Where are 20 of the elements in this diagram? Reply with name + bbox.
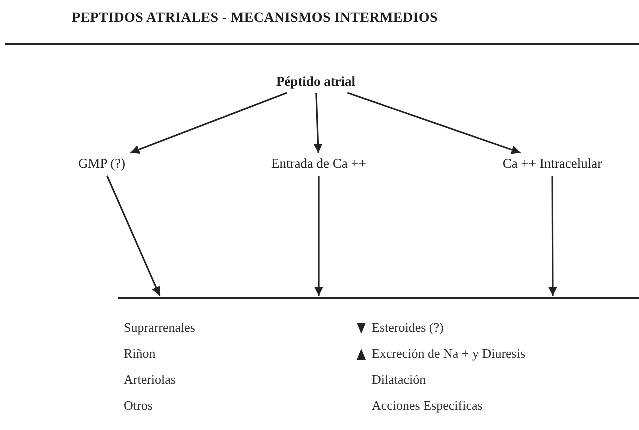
effect-text: Riñon (124, 346, 156, 362)
effect-text: Acciones Especificas (372, 398, 483, 414)
arrow (106, 176, 161, 296)
effect-text: Otros (124, 398, 153, 414)
node-label: Entrada de Ca ++ (244, 155, 394, 173)
arrow (314, 176, 324, 296)
baseline-bar (118, 297, 639, 299)
node-label: GMP (?) (62, 155, 142, 173)
effect-text: Arteriolas (124, 372, 176, 388)
node-label: Ca ++ Intracelular (470, 155, 635, 173)
diagram-title: PEPTIDOS ATRIALES - MECANISMOS INTERMEDIOS (71, 11, 439, 27)
arrow (347, 92, 522, 154)
arrow (548, 176, 558, 296)
node-label: Péptido atrial (262, 73, 370, 91)
effect-text: Suprarrenales (124, 320, 196, 336)
arrow (314, 92, 323, 154)
effect-text: Esteroides (?) (372, 320, 444, 336)
arrow (130, 92, 288, 154)
effect-text: Dilatación (372, 372, 426, 388)
effect-text: Excreción de Na + y Diuresis (372, 346, 526, 362)
